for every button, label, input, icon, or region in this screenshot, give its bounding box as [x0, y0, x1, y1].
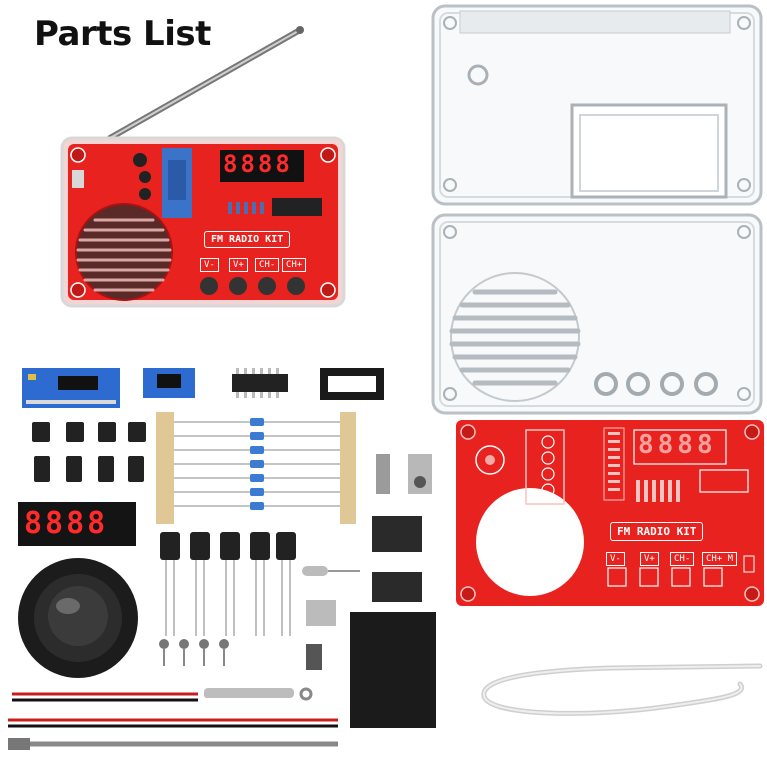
- case-bottom: [431, 213, 763, 415]
- loose-display: 8888: [18, 502, 136, 546]
- resistor-strip: [156, 412, 356, 524]
- radio-panel-label: FM RADIO KIT: [204, 231, 291, 248]
- pcb-panel-label: FM RADIO KIT: [610, 522, 704, 541]
- case-top: [431, 4, 763, 206]
- bare-pcb: 8888 FM RADIO KIT V- V+ CH- CH+ M: [456, 420, 764, 606]
- wires: [8, 687, 338, 750]
- pcb-button-label-chminus: CH-: [670, 552, 695, 566]
- radio-button-label-chminus: CH-: [255, 258, 280, 272]
- crystal: [302, 566, 360, 576]
- ic-chip: [232, 368, 288, 398]
- capacitors: [160, 532, 296, 636]
- radio-button-label-chplus: CH+: [282, 258, 307, 272]
- radio-illustration: [60, 26, 346, 308]
- blue-module-large: [22, 368, 120, 408]
- pcb-button-label-vplus: V+: [640, 552, 659, 566]
- ic-socket: [320, 368, 384, 400]
- pcb-button-label-chplus: CH+ M: [702, 552, 738, 566]
- screws-and-small-parts: [159, 600, 336, 698]
- speaker: [18, 558, 138, 678]
- radio-button-label-vminus: V-: [200, 258, 219, 272]
- wire-antenna: [481, 663, 763, 716]
- pcb-illustration: [456, 420, 764, 606]
- foam-pad: [350, 612, 436, 728]
- radio-button-label-vplus: V+: [229, 258, 248, 272]
- jacks-and-switches: [372, 454, 432, 602]
- pcb-display-silkscreen: 8888: [638, 430, 717, 460]
- page-title: Parts List: [34, 14, 211, 54]
- tactile-buttons: [32, 422, 146, 482]
- pcb-button-label-vminus: V-: [606, 552, 625, 566]
- radio-display: 8888: [223, 150, 293, 178]
- assembled-radio: 8888 FM RADIO KIT V- V+ CH- CH+: [60, 20, 350, 310]
- loose-display-digits: 8888: [24, 506, 109, 541]
- blue-module-small: [143, 368, 195, 398]
